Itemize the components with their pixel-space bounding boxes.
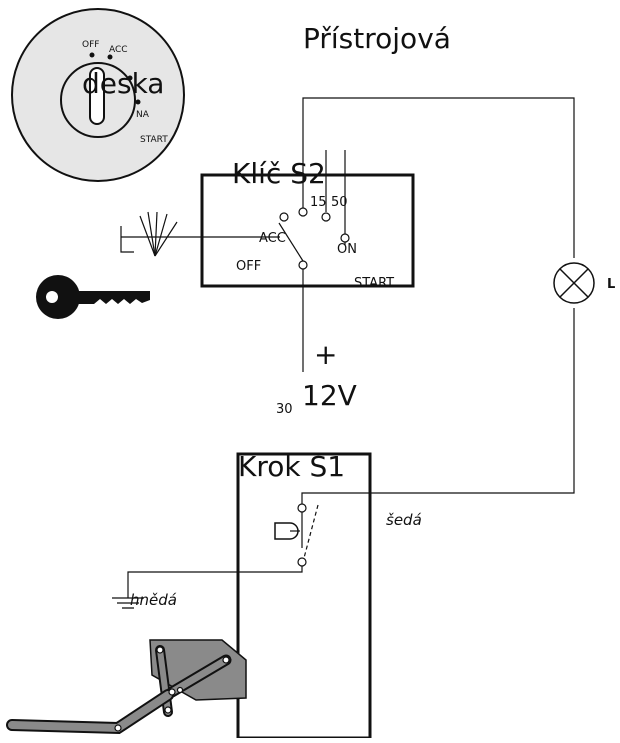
ignition-switch-label: Klíč S2 (232, 157, 326, 190)
dial-on-dot (127, 75, 133, 81)
on-label: ON (337, 242, 357, 257)
supply-voltage: 12V (302, 379, 357, 412)
lamp-icon (553, 262, 595, 304)
dial-off-label: OFF (82, 40, 99, 50)
dial-na-label: NA (136, 110, 150, 120)
title-line1: Přístrojová (303, 22, 451, 55)
lamp-label: L (607, 277, 615, 292)
step-switch-lever (303, 504, 319, 559)
plunger-icon (274, 522, 299, 540)
wire-ground (127, 562, 303, 598)
pedal-mechanism (6, 639, 247, 735)
terminal-50-label: 50 (331, 195, 348, 210)
start-label: START (354, 276, 394, 291)
contact-15 (298, 207, 308, 217)
title-line2: deska (82, 67, 164, 100)
ignition-lever (278, 222, 304, 262)
supply-plus: + (314, 338, 337, 371)
ignition-dial: OFF ACC NA START (11, 8, 185, 182)
dial-acc-dot (107, 54, 113, 60)
contact-30 (298, 260, 308, 270)
terminal-15-label: 15 (310, 195, 327, 210)
wires (121, 97, 575, 598)
contact-on (340, 233, 350, 243)
acc-label: ACC (259, 231, 286, 246)
key-icon (36, 275, 150, 319)
supply-terminal-30: 30 (276, 402, 293, 417)
acc-load-symbol (120, 211, 178, 257)
wire-15-to-lamp (302, 97, 575, 258)
step-switch-label: Krok S1 (238, 450, 345, 483)
dial-off-dot (89, 52, 95, 58)
ground-icon (112, 597, 144, 609)
off-label: OFF (236, 259, 261, 274)
dial-na-dot (135, 99, 141, 105)
wire-brown-label: hnědá (130, 591, 177, 609)
dial-acc-label: ACC (109, 45, 128, 55)
ignition-switch-box (200, 173, 415, 288)
dial-start-label: START (140, 135, 168, 145)
step-contact-top (297, 503, 307, 513)
contact-acc-top (279, 212, 289, 222)
contact-50 (321, 212, 331, 222)
step-contact-bottom (297, 557, 307, 567)
step-switch-box (236, 452, 372, 740)
wire-lamp-to-step (301, 308, 575, 506)
ignition-switch: Klíč S2 15 50 ACC ON OFF START (200, 157, 415, 291)
wire-grey-label: šedá (386, 511, 422, 529)
